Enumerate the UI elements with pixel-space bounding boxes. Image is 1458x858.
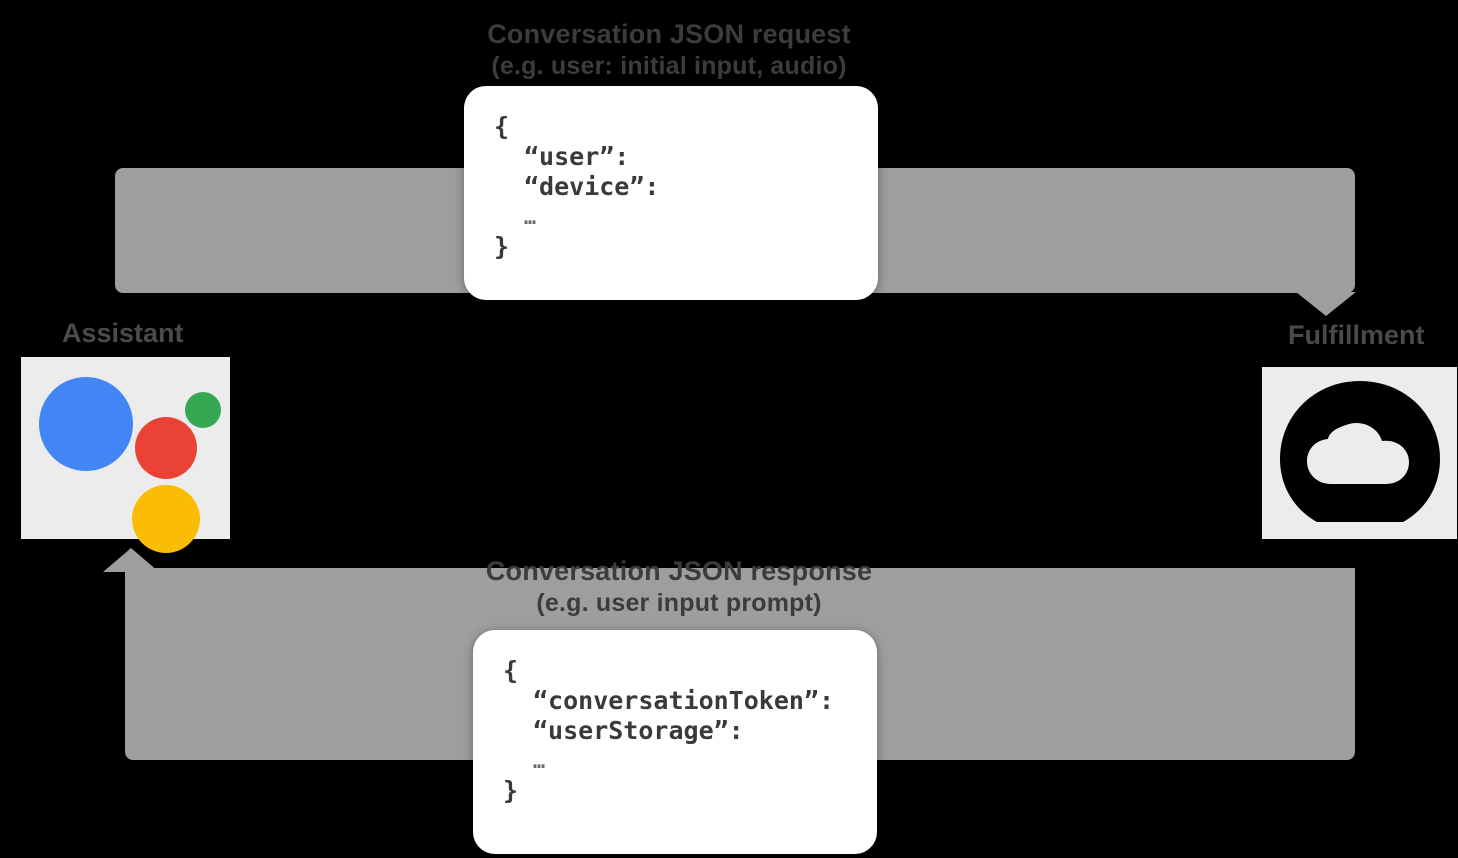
assistant-caption: Assistant	[62, 318, 184, 348]
response-label-subtitle: (e.g. user input prompt)	[536, 589, 822, 617]
response-json-card: { “conversationToken”: “userStorage”: … …	[473, 630, 877, 854]
request-line-open: {	[494, 112, 510, 141]
response-line-open: {	[503, 656, 519, 685]
assistant-yellow-dot-icon	[132, 485, 200, 553]
fulfillment-caption: Fulfillment	[1288, 320, 1425, 350]
response-line-ellipsis: …	[533, 749, 548, 773]
request-flow-label: Conversation JSON request (e.g. user: in…	[329, 18, 1009, 82]
request-label-title: Conversation JSON request	[487, 19, 851, 49]
request-arrow-head	[1296, 292, 1356, 316]
response-arrow-head	[103, 548, 159, 572]
response-label-title: Conversation JSON response	[485, 556, 873, 586]
response-flow-label: Conversation JSON response (e.g. user in…	[329, 555, 1029, 619]
cloud-icon	[1262, 367, 1457, 539]
assistant-blue-dot-icon	[39, 377, 133, 471]
request-line-ellipsis: …	[524, 205, 539, 229]
request-line-close: }	[494, 232, 510, 261]
request-line-device: “device”:	[524, 172, 660, 201]
request-json-card: { “user”: “device”: … }	[464, 86, 878, 300]
request-label-subtitle: (e.g. user: initial input, audio)	[491, 52, 847, 80]
request-line-user: “user”:	[524, 142, 630, 171]
assistant-red-dot-icon	[135, 417, 197, 479]
response-line-close: }	[503, 776, 519, 805]
response-line-storage: “userStorage”:	[533, 716, 744, 745]
fulfillment-endpoint-tile	[1262, 367, 1457, 539]
response-line-token: “conversationToken”:	[533, 686, 835, 715]
assistant-endpoint-tile	[21, 357, 230, 553]
assistant-green-dot-icon	[185, 392, 221, 428]
